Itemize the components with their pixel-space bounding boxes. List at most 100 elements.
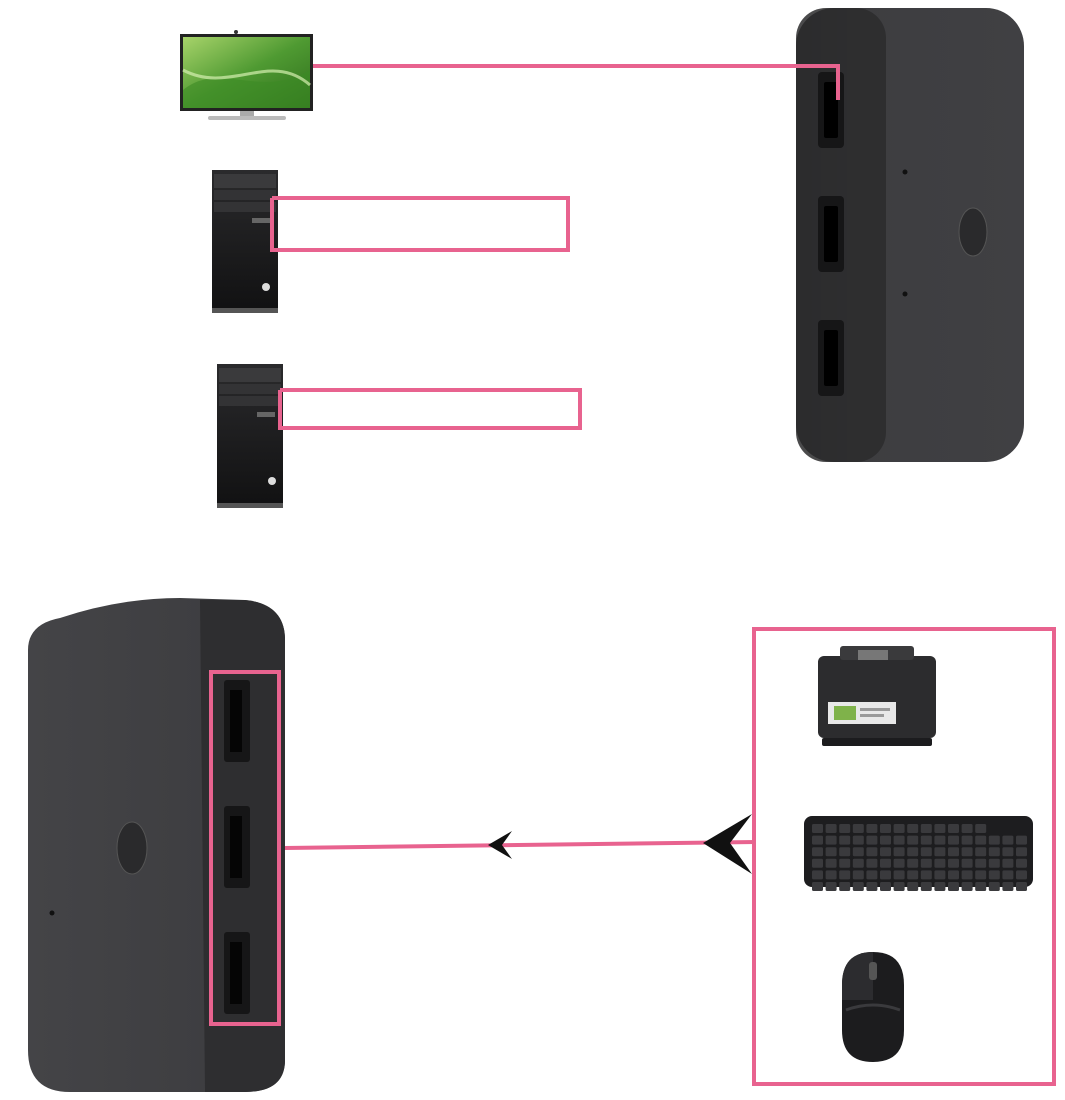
keyboard-key xyxy=(988,835,1000,845)
keyboard-key xyxy=(825,847,837,857)
keyboard-key xyxy=(948,835,959,845)
keyboard-key xyxy=(852,882,864,891)
keyboard-key xyxy=(839,835,851,845)
keyboard-key xyxy=(880,835,891,845)
keyboard-key xyxy=(880,847,891,857)
keyboard-key xyxy=(907,835,919,845)
usb-port-2 xyxy=(224,806,250,888)
keyboard-key xyxy=(920,882,932,891)
keyboard-key xyxy=(839,858,851,868)
printer-icon xyxy=(818,646,936,746)
led-indicator-icon xyxy=(902,169,908,175)
keyboard-key xyxy=(812,835,823,845)
usb-port-3 xyxy=(224,932,250,1014)
keyboard-key xyxy=(988,870,1000,880)
keyboard-key xyxy=(1002,882,1014,891)
keyboard-key xyxy=(934,824,946,833)
keyboard-key xyxy=(893,847,905,857)
keyboard-key xyxy=(920,847,932,857)
keyboard-key xyxy=(880,858,891,868)
switch-button-icon xyxy=(958,207,988,257)
keyboard-key xyxy=(1016,870,1027,880)
keyboard-key xyxy=(948,882,959,891)
arrow-left-icon xyxy=(488,831,512,859)
keyboard-key xyxy=(852,835,864,845)
peripherals-box xyxy=(752,627,1056,1086)
keyboard-key xyxy=(988,847,1000,857)
keyboard-key xyxy=(852,824,864,833)
keyboard-key xyxy=(852,858,864,868)
pc-tower-icon xyxy=(212,170,278,313)
keyboard-key xyxy=(948,824,959,833)
keyboard-key xyxy=(812,847,823,857)
hdmi-port-3 xyxy=(818,320,844,396)
led-indicator-icon xyxy=(49,910,55,916)
keyboard-key xyxy=(893,882,905,891)
keyboard-key xyxy=(1016,882,1027,891)
keyboard-key xyxy=(880,882,891,891)
keyboard-key xyxy=(825,882,837,891)
hdmi-kvm-switch xyxy=(796,8,1024,462)
keyboard-key xyxy=(839,824,851,833)
keyboard-key xyxy=(1016,858,1027,868)
keyboard-key xyxy=(812,858,823,868)
keyboard-key xyxy=(961,882,973,891)
arrow-left-icon xyxy=(703,814,752,874)
keyboard-key xyxy=(907,824,919,833)
keyboard-key xyxy=(907,870,919,880)
keyboard-key xyxy=(825,835,837,845)
keyboard-key xyxy=(893,858,905,868)
keyboard-key xyxy=(852,870,864,880)
keyboard-key xyxy=(825,824,837,833)
keyboard-key xyxy=(839,847,851,857)
keyboard-key xyxy=(961,858,973,868)
keyboard-key xyxy=(975,882,987,891)
keyboard-key xyxy=(812,824,823,833)
keyboard-key xyxy=(893,824,905,833)
keyboard-key xyxy=(893,835,905,845)
keyboard-key xyxy=(812,882,823,891)
keyboard-key xyxy=(1002,835,1014,845)
keyboard-key xyxy=(961,824,973,833)
keyboard-key xyxy=(812,870,823,880)
keyboard-key xyxy=(866,870,878,880)
usb-ports-highlight xyxy=(209,670,281,1026)
keyboard-key xyxy=(920,858,932,868)
keyboard-key xyxy=(866,858,878,868)
keyboard-key xyxy=(934,882,946,891)
keyboard-key xyxy=(1016,835,1027,845)
keyboard-key xyxy=(934,858,946,868)
switch-button-icon xyxy=(116,821,148,875)
keyboard-key xyxy=(866,882,878,891)
hdmi-port-1 xyxy=(818,72,844,148)
mouse-icon xyxy=(842,952,904,1062)
keyboard-key xyxy=(920,870,932,880)
keyboard-key xyxy=(975,835,987,845)
keyboard-key xyxy=(920,835,932,845)
keyboard-key xyxy=(975,824,987,833)
keyboard-key xyxy=(907,882,919,891)
keyboard-key xyxy=(839,870,851,880)
keyboard-key xyxy=(961,847,973,857)
hdmi-port-2 xyxy=(818,196,844,272)
keyboard-key xyxy=(948,858,959,868)
usb-switch xyxy=(28,598,285,1092)
keyboard-key xyxy=(825,870,837,880)
keyboard-key xyxy=(880,824,891,833)
led-indicator-icon xyxy=(902,291,908,297)
keyboard-key xyxy=(975,858,987,868)
keyboard-key xyxy=(934,847,946,857)
keyboard-key xyxy=(880,870,891,880)
keyboard-key xyxy=(825,858,837,868)
keyboard-key xyxy=(1002,847,1014,857)
keyboard-key xyxy=(866,824,878,833)
cable-monitor-to-switch xyxy=(313,64,840,100)
cable-peripherals-to-usb-switch xyxy=(284,840,757,850)
keyboard-key xyxy=(988,882,1000,891)
keyboard-key xyxy=(907,847,919,857)
keyboard-key xyxy=(988,858,1000,868)
keyboard-key xyxy=(948,847,959,857)
usb-port-1 xyxy=(224,680,250,762)
keyboard-key xyxy=(1002,858,1014,868)
